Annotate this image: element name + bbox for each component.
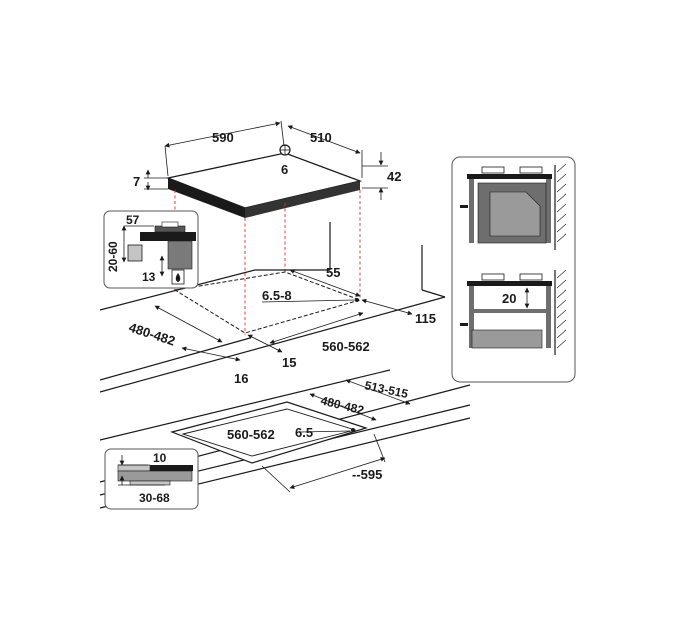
dim-label-corner: 6.5-8 [262,288,292,303]
hob-side-edge [245,181,360,218]
dim-label-595: --595 [352,467,382,482]
dim-label-510: 510 [310,130,332,145]
hob-front-edge [168,178,245,218]
dim-label-560-562: 560-562 [322,339,370,354]
dim-total-height: 42 [362,152,401,200]
dim-hob-depth: 510 [287,125,363,178]
inset-flush-mount: 10 30-68 [104,448,199,510]
panel-oven-combination: 20 [451,156,576,383]
worktop-cutout-flush: 513-515 480-482 560-562 6.5 --595 [99,369,471,509]
dim-label-590: 590 [212,130,234,145]
dim-label-115: 115 [415,311,436,326]
hob-unit [165,144,363,218]
dim-hob-width: 590 [164,120,285,177]
dim-label-42: 42 [387,169,401,184]
dim-label-480-482: 480-482 [127,320,177,349]
dim-glass-thickness: 7 [133,169,168,191]
dim-label-57: 57 [126,213,140,227]
dim-label-20-60: 20-60 [106,241,120,272]
dim-label-7: 7 [133,174,140,189]
dim-label-flush-560-562: 560-562 [227,427,275,442]
dim-label-10: 10 [153,451,167,465]
dim-label-15: 15 [282,355,296,370]
wall-hatch-top [556,163,567,243]
dim-label-30-68: 30-68 [139,491,170,505]
dim-label-55: 55 [326,265,340,280]
wall-hatch-bottom [556,269,567,349]
gas-flame-icon [175,273,181,282]
dim-label-flush-480-482: 480-482 [319,393,365,417]
dim-label-6: 6 [281,162,288,177]
dim-label-513-515: 513-515 [363,378,409,401]
dim-label-16: 16 [234,371,248,386]
dim-label-20: 20 [502,291,516,306]
dim-label-6-5: 6.5 [295,425,313,440]
inset-gas-connection: 57 20-60 13 [103,210,199,289]
dim-label-13: 13 [142,270,156,284]
